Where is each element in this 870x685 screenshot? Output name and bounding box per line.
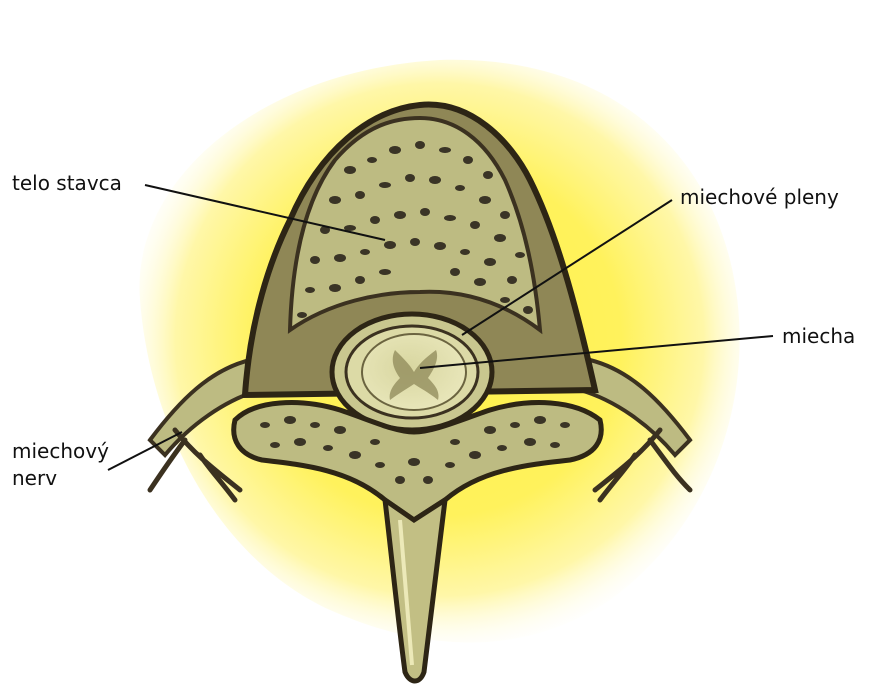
label-vertebral-body: telo stavca (12, 170, 122, 197)
label-spinal-nerve-line2: nerv (12, 465, 109, 492)
label-spinal-nerve: miechový nerv (12, 438, 109, 492)
spinous-process (385, 500, 445, 681)
label-meninges: miechové pleny (680, 184, 839, 211)
label-spinal-cord: miecha (782, 323, 855, 350)
label-spinal-nerve-line1: miechový (12, 438, 109, 465)
